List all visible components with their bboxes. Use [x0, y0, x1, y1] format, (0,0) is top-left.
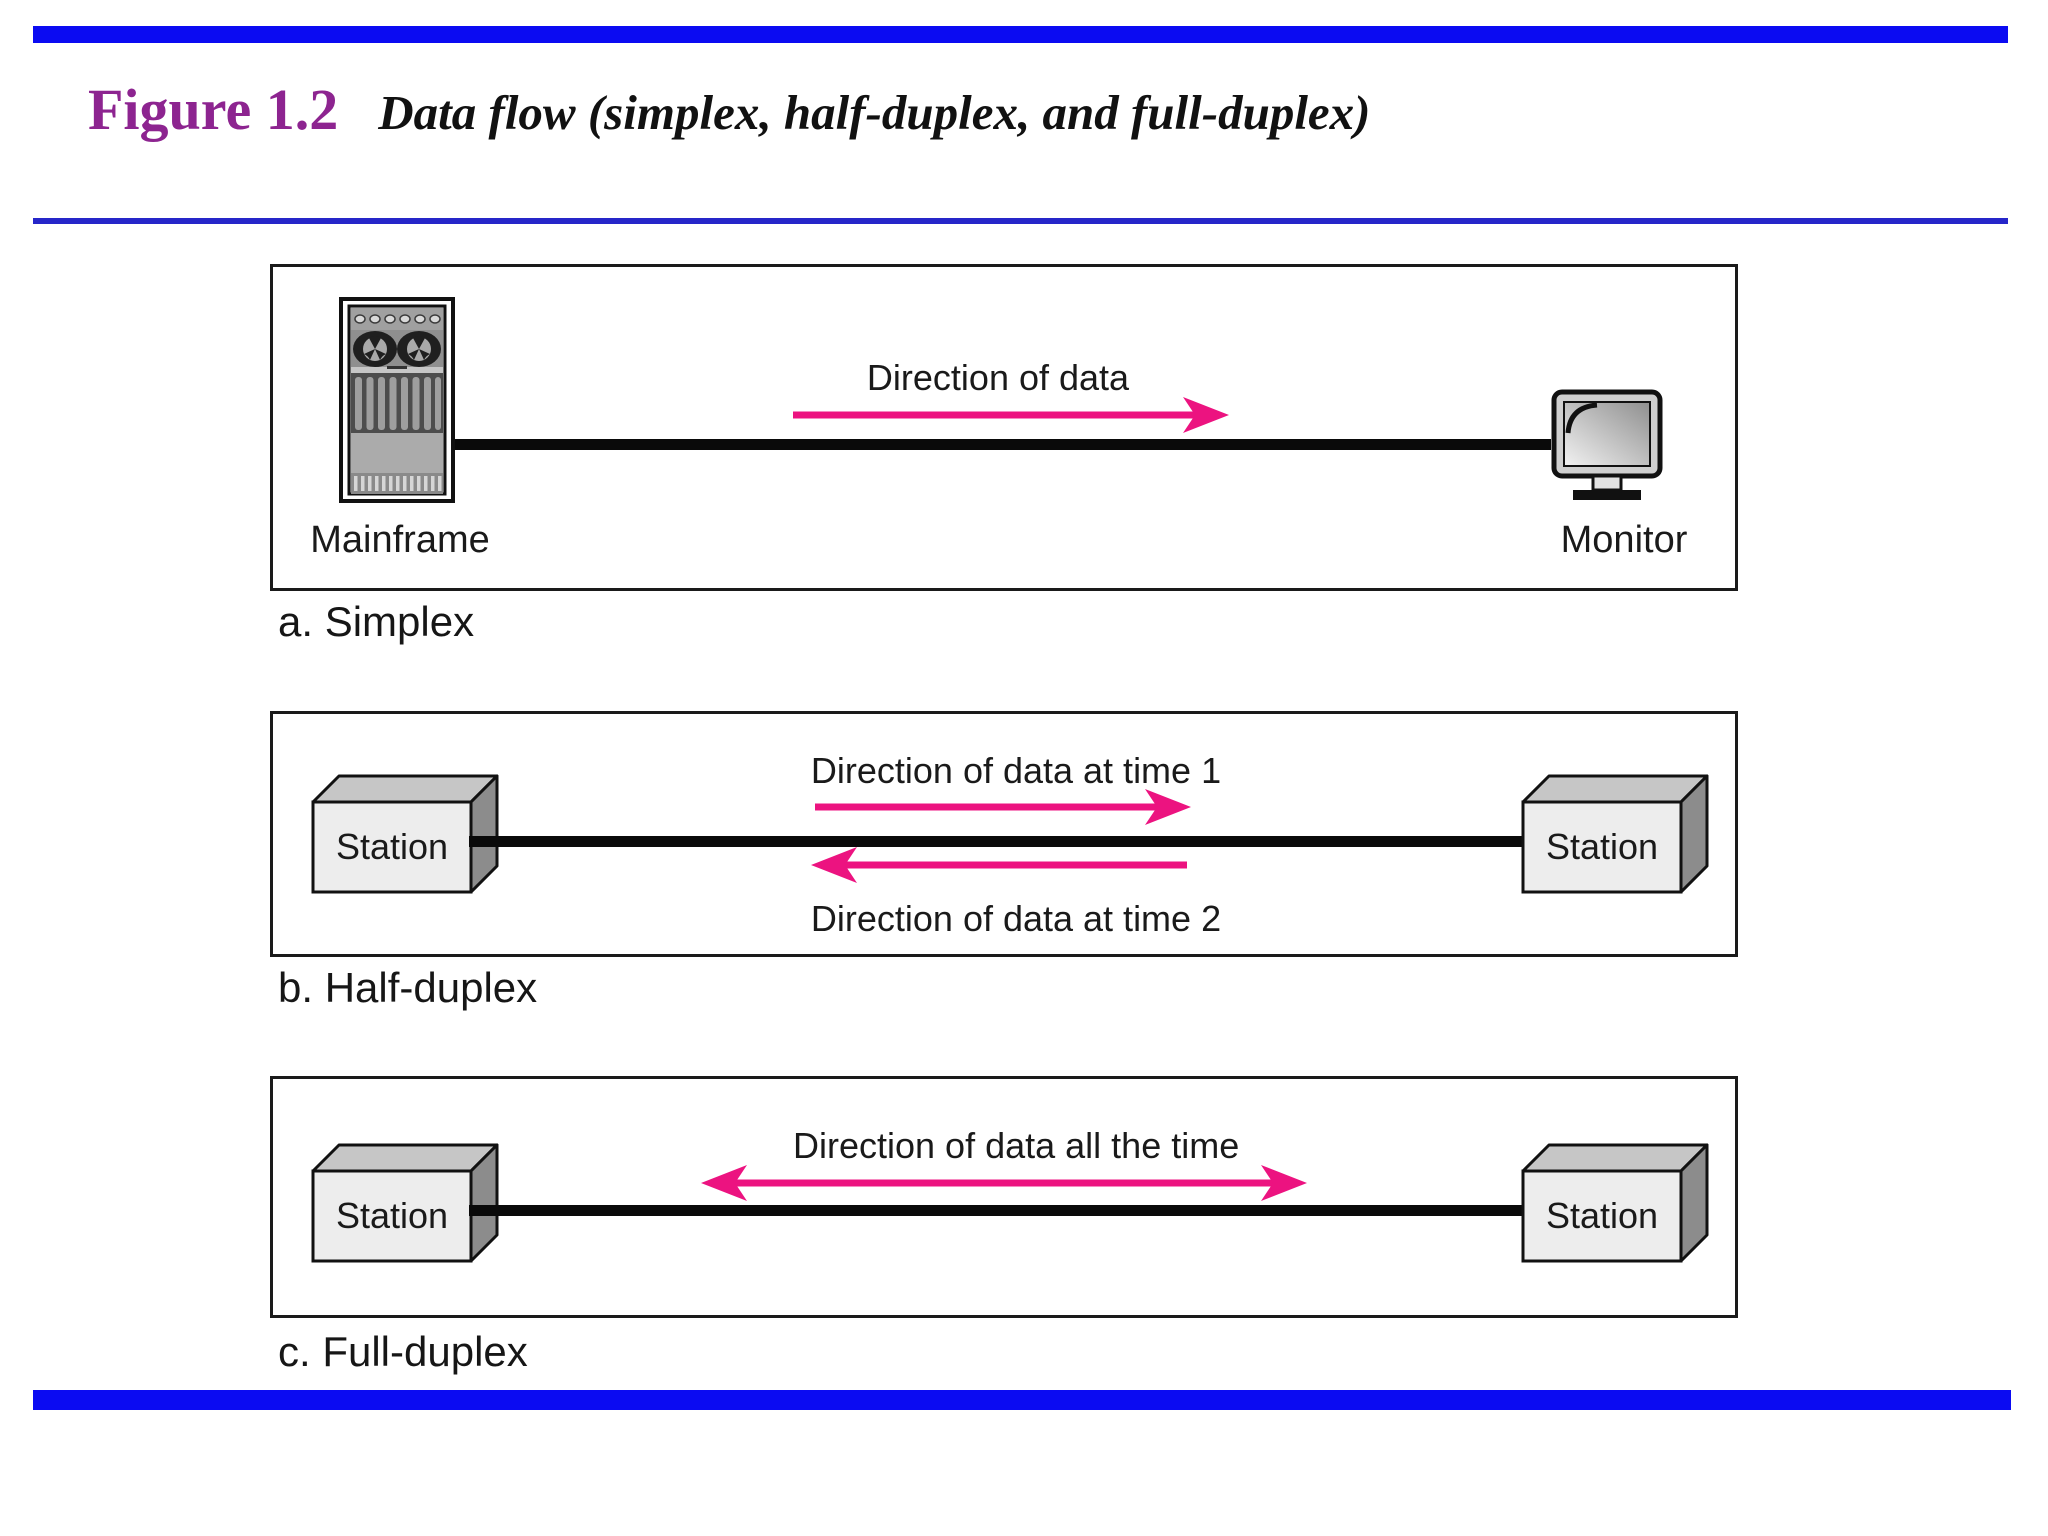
- arrow-label: Direction of data at time 1: [810, 750, 1222, 791]
- figure-title-row: Figure 1.2 Data flow (simplex, half-dupl…: [88, 76, 1371, 143]
- figure-number: Figure 1.2: [88, 77, 339, 142]
- top-accent-bar: [33, 26, 2008, 43]
- panel-half-duplex: Station Direction of data at time 1 Dire…: [270, 711, 1738, 957]
- arrow-label: Direction of data all the time: [793, 1125, 1240, 1166]
- arrow-right-icon: [793, 397, 1229, 433]
- monitor-icon: [1551, 389, 1663, 500]
- link-line: [469, 1205, 1523, 1216]
- monitor-label: Monitor: [1560, 519, 1688, 561]
- mainframe-icon: [339, 297, 455, 503]
- arrow-left-icon: [811, 847, 1187, 883]
- bottom-accent-bar: [33, 1390, 2011, 1410]
- caption-simplex: a. Simplex: [278, 598, 475, 645]
- link-line: [469, 836, 1523, 847]
- panel-simplex: Mainframe Direction of data Monitor: [270, 264, 1738, 591]
- title-divider-rule: [33, 218, 2008, 224]
- station-label: Station: [335, 1195, 449, 1236]
- arrow-both-icon: [701, 1165, 1307, 1201]
- caption-half-duplex: b. Half-duplex: [278, 964, 538, 1011]
- station-icon: [311, 1143, 499, 1263]
- station-icon: [1521, 774, 1709, 894]
- link-line: [455, 439, 1551, 450]
- caption-full-duplex: c. Full-duplex: [278, 1328, 528, 1375]
- station-label: Station: [1545, 826, 1659, 867]
- station-icon: [311, 774, 499, 894]
- arrow-label: Direction of data at time 2: [810, 898, 1222, 939]
- mainframe-label: Mainframe: [310, 519, 490, 561]
- arrow-label: Direction of data: [866, 357, 1130, 398]
- arrow-right-icon: [815, 789, 1191, 825]
- station-label: Station: [1545, 1195, 1659, 1236]
- figure-title: Data flow (simplex, half-duplex, and ful…: [378, 85, 1371, 140]
- station-icon: [1521, 1143, 1709, 1263]
- station-label: Station: [335, 826, 449, 867]
- panel-full-duplex: Station Direction of data all the time S…: [270, 1076, 1738, 1318]
